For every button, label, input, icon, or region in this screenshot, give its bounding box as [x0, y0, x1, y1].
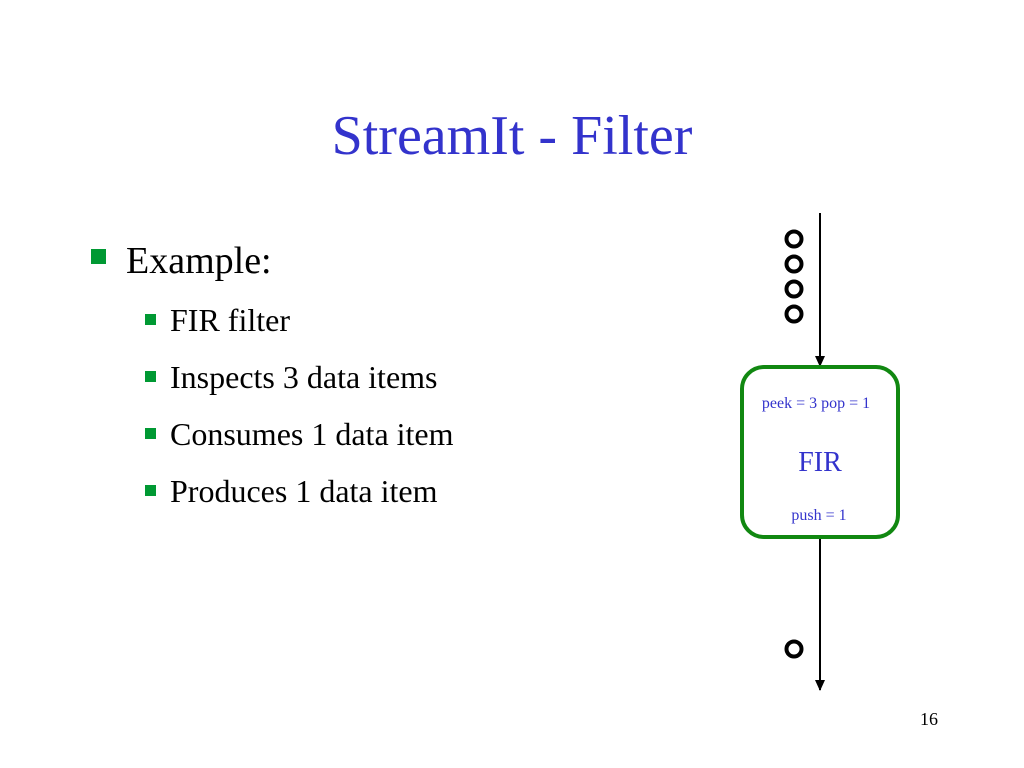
- output-data-items: [784, 639, 804, 659]
- bullet-list: Example: FIR filter Inspects 3 data item…: [88, 236, 454, 520]
- bullet-example: Example: FIR filter Inspects 3 data item…: [88, 236, 454, 520]
- data-item-icon: [784, 304, 804, 324]
- data-item-icon: [784, 639, 804, 659]
- filter-rate-out-label: push = 1: [791, 507, 846, 524]
- sub-bullet-text: Produces 1 data item: [170, 473, 438, 509]
- filter-name-label: FIR: [798, 447, 842, 478]
- fir-filter-box: [740, 365, 900, 539]
- square-bullet-icon: [145, 485, 156, 496]
- data-item-icon: [784, 229, 804, 249]
- bullet-text: Example:: [126, 240, 272, 282]
- data-item-icon: [784, 279, 804, 299]
- sub-bullet-text: FIR filter: [170, 302, 290, 338]
- slide-title: StreamIt - Filter: [331, 105, 693, 167]
- sub-bullet-text: Inspects 3 data items: [170, 359, 438, 395]
- sub-bullet-item: Inspects 3 data items: [142, 349, 454, 406]
- page-number: 16: [920, 709, 938, 729]
- square-bullet-icon: [91, 249, 106, 264]
- filter-rate-in-label: peek = 3 pop = 1: [762, 395, 870, 412]
- sub-bullet-text: Consumes 1 data item: [170, 416, 454, 452]
- sub-bullet-item: Consumes 1 data item: [142, 406, 454, 463]
- sub-bullet-item: FIR filter: [142, 292, 454, 349]
- square-bullet-icon: [145, 314, 156, 325]
- input-data-items: [784, 229, 804, 324]
- data-item-icon: [784, 254, 804, 274]
- square-bullet-icon: [145, 428, 156, 439]
- square-bullet-icon: [145, 371, 156, 382]
- sub-bullet-item: Produces 1 data item: [142, 463, 454, 520]
- sub-bullet-list: FIR filter Inspects 3 data items Consume…: [142, 292, 454, 520]
